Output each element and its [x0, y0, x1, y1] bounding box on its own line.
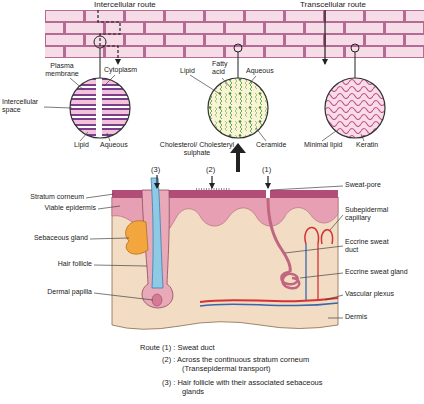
part-label: Intercellular space: [2, 98, 48, 115]
part-label: Viable epidermis: [14, 204, 96, 212]
leader-line: [80, 132, 88, 141]
leader-line: [222, 78, 231, 88]
transepidermal-marker: [196, 189, 230, 190]
part-label: Hair follicle: [10, 260, 92, 268]
callout-number: (3): [151, 165, 160, 174]
leader-line: [330, 215, 343, 230]
callout-number: (1): [262, 165, 271, 174]
part-label: Eccrine sweat duct: [345, 238, 400, 255]
part-label: Sweat-pore: [345, 181, 381, 189]
vessel: [305, 244, 306, 301]
hair-shaft: [151, 178, 163, 288]
sweat-pore: [266, 190, 270, 198]
keratin-zoom: [325, 78, 385, 138]
callout-number: (2): [206, 165, 215, 174]
transcellular-path: [324, 10, 325, 64]
leader-line: [90, 238, 129, 239]
corneocytes: [45, 10, 424, 58]
intercellular-gap: [96, 78, 102, 138]
zoom-ring: [351, 44, 359, 52]
sebaceous-gland: [126, 221, 148, 254]
part-label: Eccrine sweat gland: [345, 268, 408, 276]
leader-line: [256, 128, 266, 141]
leader-lines: [44, 75, 364, 141]
leader-line: [94, 265, 147, 266]
route-arrow: [211, 176, 212, 188]
part-label: Sebaceous gland: [6, 234, 88, 242]
capillary-loop: [305, 227, 319, 244]
leader-line: [190, 75, 220, 94]
vascular-plexus: [200, 298, 338, 302]
leader-line: [300, 273, 343, 278]
lipid-matrix: [45, 10, 424, 58]
lipid-chains-zoom: [208, 78, 268, 138]
part-label: Dermis: [345, 313, 367, 321]
part-label: Cytoplasm: [104, 66, 137, 74]
zoom-leader: [355, 52, 356, 78]
leader-line: [94, 293, 153, 300]
leader-line: [328, 318, 343, 319]
route-key: (3) : Hair follicle with their associate…: [162, 378, 337, 396]
zoom-leader: [100, 48, 101, 78]
zoom-ring: [94, 36, 106, 48]
route-arrow: [156, 175, 157, 188]
route-label: Intercellular route: [94, 0, 156, 10]
leader-line: [271, 186, 343, 190]
route-arrow: [267, 176, 268, 188]
bilayer-bands: [70, 78, 130, 138]
route-key: (2) : Across the continuous stratum corn…: [162, 355, 337, 373]
part-label: Keratin: [356, 141, 378, 149]
vascular-plexus: [200, 303, 338, 306]
part-label: Plasma membrane: [41, 62, 83, 79]
part-label: Lipid: [74, 141, 89, 149]
capillary-loop: [321, 230, 332, 244]
leader-line: [44, 107, 72, 108]
zoom-circle-fill: [208, 78, 268, 138]
part-label: Dermal papilla: [10, 288, 92, 296]
sweat-gland-coil: [281, 272, 299, 288]
sweat-duct: [268, 198, 290, 272]
leader-line: [86, 194, 114, 198]
vessel: [317, 244, 318, 300]
zoom-circle-fill: [325, 78, 385, 138]
leader-line: [285, 246, 343, 253]
part-label: Aqueous: [246, 67, 274, 75]
leader-line: [107, 133, 110, 141]
zoom-ring: [234, 44, 242, 52]
route-key: Route (1) : Sweat duct: [140, 343, 215, 352]
part-label: Cholesterol/ Cholesteryl sulphate: [159, 141, 235, 158]
up-arrow-shaft: [236, 151, 240, 172]
leader-lines: [86, 186, 343, 318]
leader-line: [361, 134, 364, 141]
route-label: Transcellular route: [300, 0, 366, 10]
part-label: Stratum corneum: [2, 193, 84, 201]
part-label: Ceramide: [256, 141, 286, 149]
zoom-leader: [238, 52, 239, 78]
leader-line: [249, 76, 256, 84]
part-label: Lipid: [180, 67, 195, 75]
zoom-circle: [70, 78, 130, 138]
part-label: Fatty acid: [212, 60, 242, 77]
leader-line: [70, 78, 84, 90]
part-label: Subepidermal capillary: [345, 206, 407, 223]
dermal-papilla: [152, 294, 162, 306]
leader-line: [104, 75, 115, 86]
membrane-zoom: [70, 78, 130, 138]
part-label: Minimal lipid: [304, 141, 343, 149]
leader-line: [322, 131, 336, 141]
leader-line: [98, 206, 120, 209]
leader-line: [325, 295, 343, 300]
intercellular-path: [98, 10, 120, 64]
part-label: Aqueous: [100, 141, 128, 149]
part-label: Vascular plexus: [345, 290, 394, 298]
